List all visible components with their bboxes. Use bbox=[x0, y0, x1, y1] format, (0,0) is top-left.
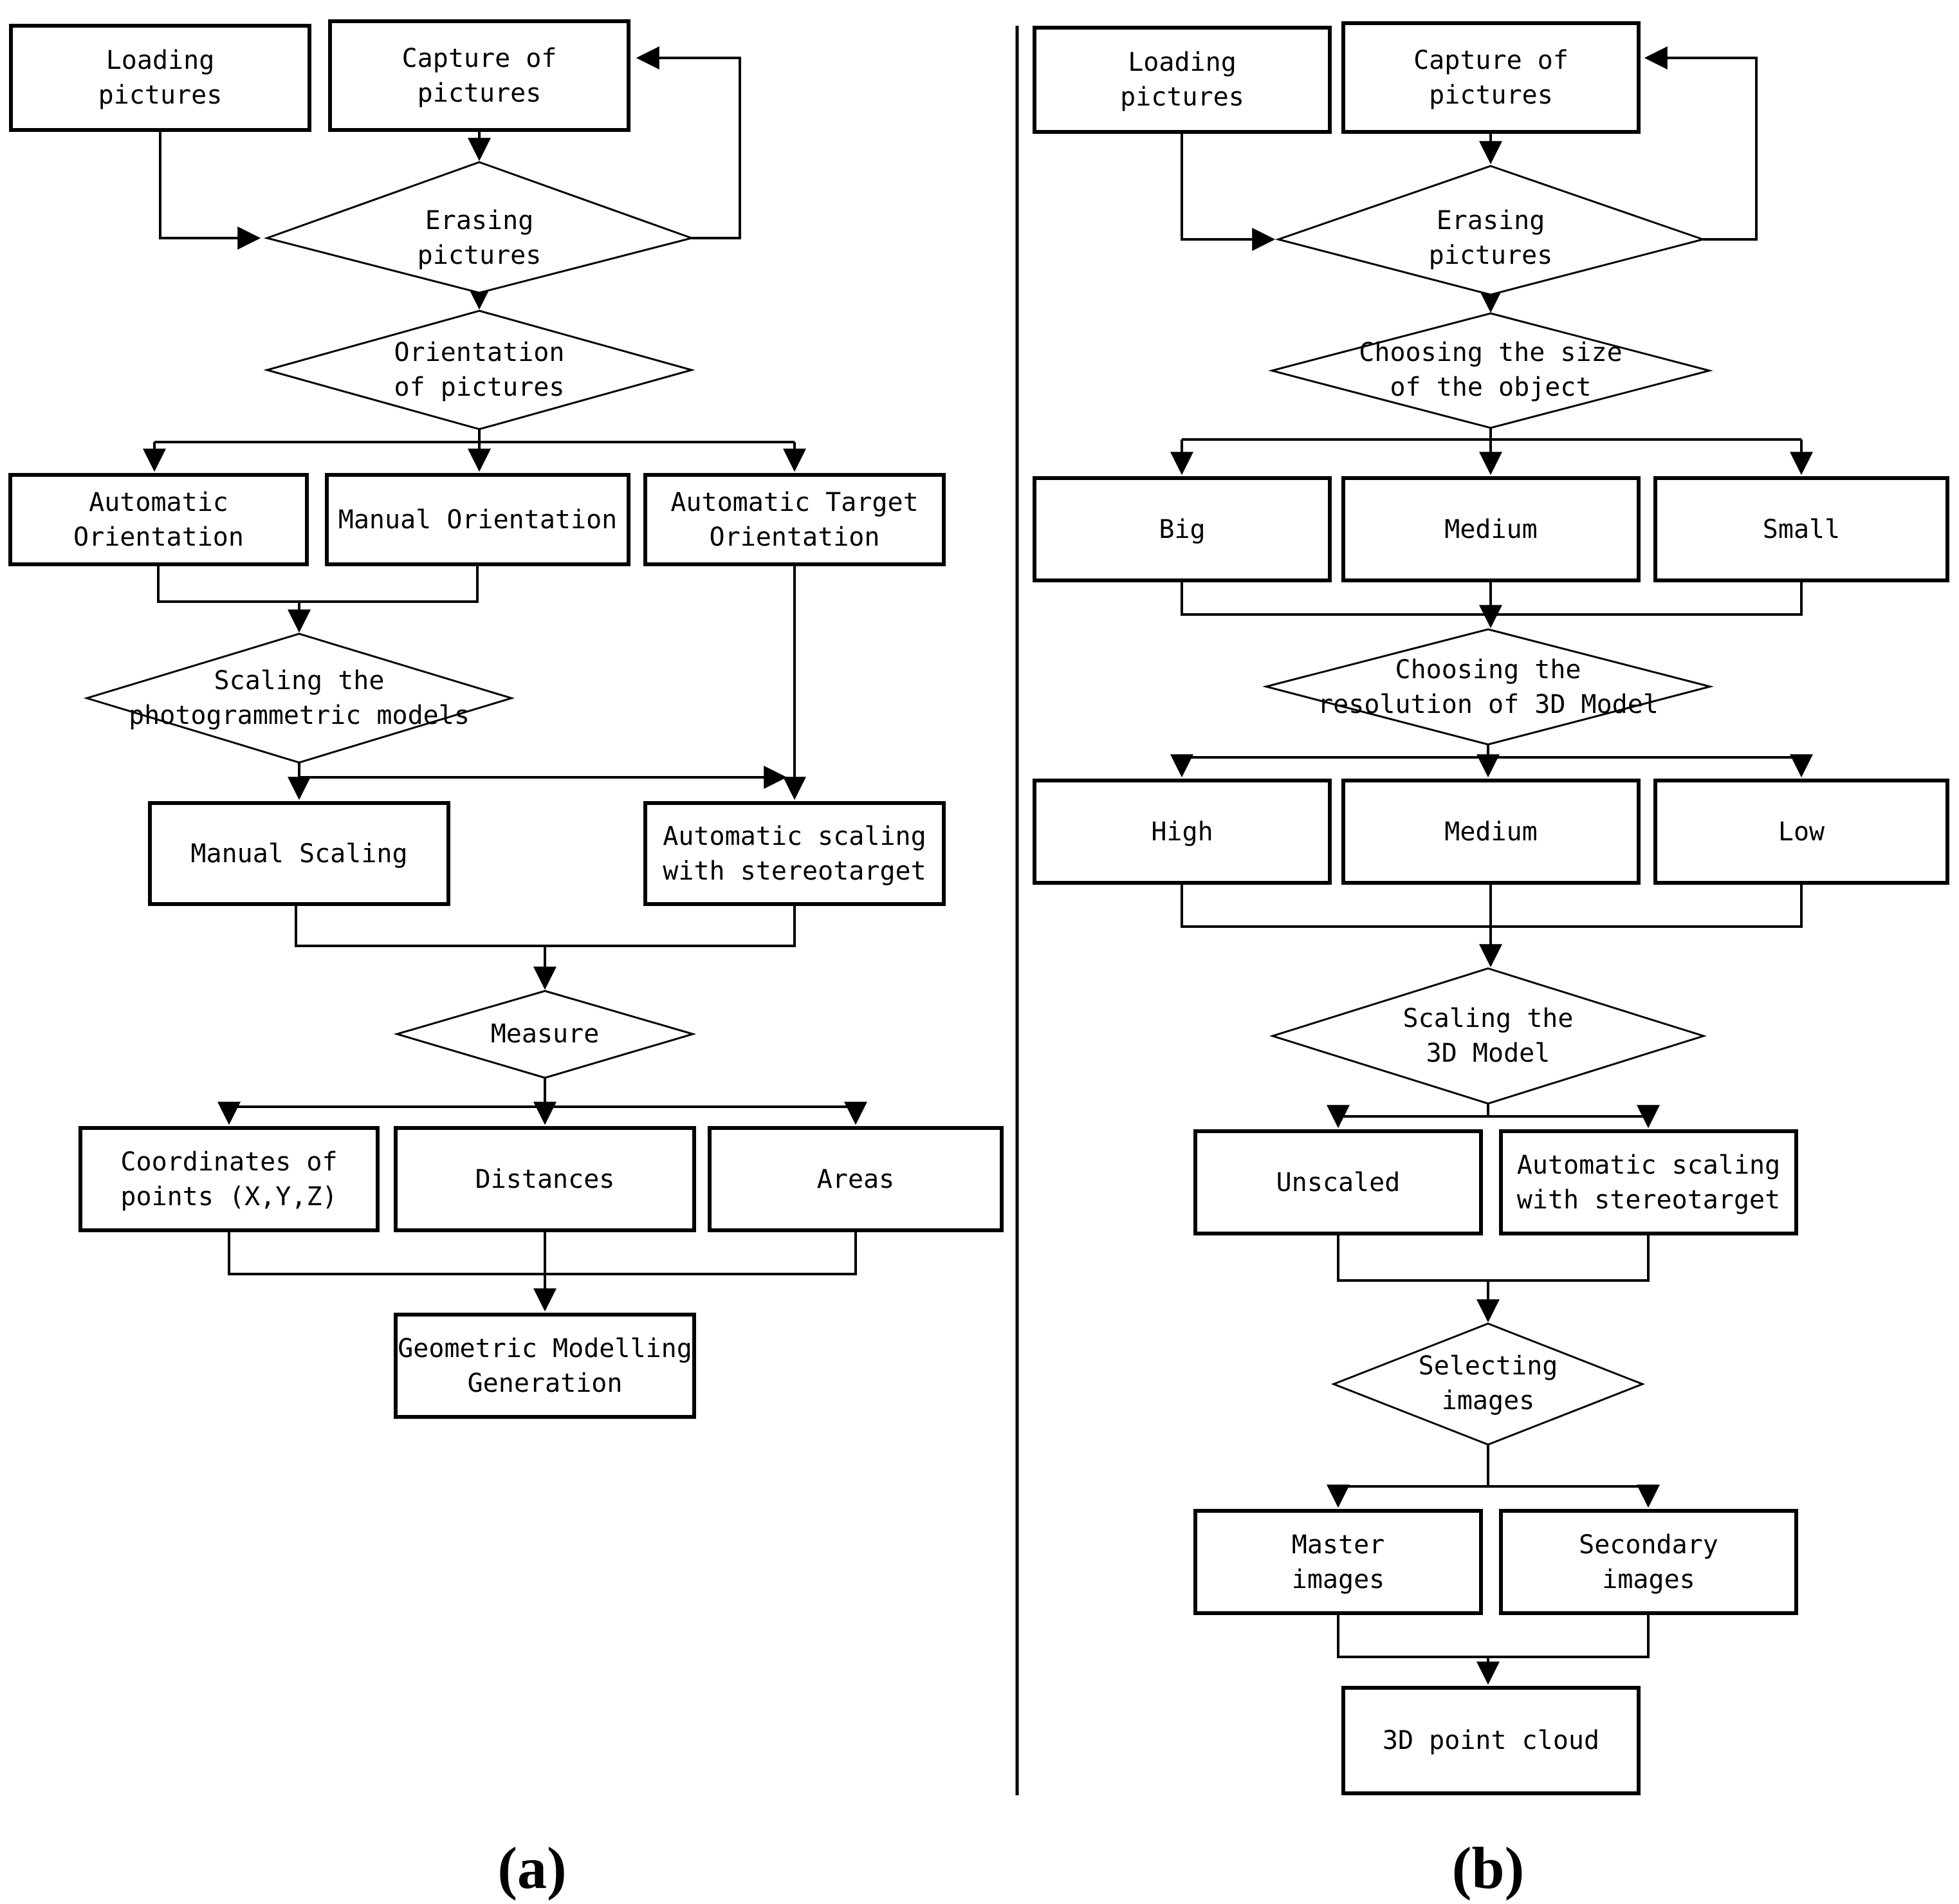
panel-a-caption: (a) bbox=[497, 1835, 567, 1901]
b-point-cloud-label: 3D point cloud bbox=[1382, 1726, 1600, 1755]
b-big-label: Big bbox=[1159, 514, 1206, 544]
a-coordinates-box: Coordinates of points (X,Y,Z) bbox=[78, 1126, 380, 1232]
a-distances-label: Distances bbox=[475, 1164, 615, 1194]
a-measure-diamond bbox=[393, 990, 697, 1079]
a-erasing-diamond bbox=[263, 161, 695, 294]
a-manual-orientation-label: Manual Orientation bbox=[338, 504, 618, 535]
b-erasing-diamond bbox=[1274, 165, 1707, 296]
b-loading-pictures-box: Loading pictures bbox=[1033, 26, 1332, 134]
b-secondary-images-box: Secondary images bbox=[1499, 1509, 1798, 1615]
a-capture-pictures-box: Capture of pictures bbox=[328, 19, 630, 132]
b-master-images-label: Master images bbox=[1291, 1530, 1385, 1594]
b-selecting-diamond bbox=[1330, 1322, 1646, 1446]
panel-b-diamonds bbox=[1262, 165, 1714, 1446]
b-medium-size-label: Medium bbox=[1444, 514, 1538, 544]
b-low-box: Low bbox=[1653, 779, 1949, 885]
b-low-label: Low bbox=[1778, 817, 1825, 847]
a-automatic-target-orientation-label: Automatic Target Orientation bbox=[670, 487, 919, 552]
b-medium-size-box: Medium bbox=[1341, 476, 1641, 582]
panel-a-diamonds bbox=[83, 161, 697, 1079]
a-manual-orientation-box: Manual Orientation bbox=[325, 473, 630, 566]
b-point-cloud-box: 3D point cloud bbox=[1341, 1686, 1641, 1795]
a-manual-scaling-box: Manual Scaling bbox=[148, 801, 450, 906]
a-automatic-target-orientation-box: Automatic Target Orientation bbox=[643, 473, 946, 566]
b-big-box: Big bbox=[1033, 476, 1332, 582]
a-orientation-diamond bbox=[263, 310, 695, 430]
a-automatic-orientation-label: Automatic Orientation bbox=[73, 487, 244, 552]
b-automatic-scaling-label: Automatic scaling with stereotarget bbox=[1516, 1150, 1781, 1215]
b-secondary-images-label: Secondary images bbox=[1579, 1530, 1718, 1594]
b-capture-pictures-box: Capture of pictures bbox=[1341, 21, 1641, 134]
b-medium-resolution-label: Medium bbox=[1444, 817, 1538, 847]
panel-a-edges bbox=[143, 46, 867, 1312]
a-automatic-scaling-label: Automatic scaling with stereotarget bbox=[663, 821, 926, 886]
b-automatic-scaling-box: Automatic scaling with stereotarget bbox=[1499, 1129, 1798, 1235]
b-master-images-box: Master images bbox=[1193, 1509, 1483, 1615]
a-distances-box: Distances bbox=[394, 1126, 696, 1232]
b-choosing-resolution-diamond bbox=[1262, 628, 1714, 746]
b-unscaled-box: Unscaled bbox=[1193, 1129, 1483, 1235]
b-unscaled-label: Unscaled bbox=[1276, 1167, 1401, 1197]
a-geometric-modelling-label: Geometric Modelling Generation bbox=[398, 1333, 692, 1398]
a-areas-label: Areas bbox=[816, 1164, 895, 1194]
b-medium-resolution-box: Medium bbox=[1341, 779, 1641, 885]
b-choosing-size-diamond bbox=[1268, 312, 1713, 429]
b-high-box: High bbox=[1033, 779, 1332, 885]
b-scaling-diamond bbox=[1269, 967, 1707, 1105]
a-areas-box: Areas bbox=[708, 1126, 1004, 1232]
b-loading-pictures-label: Loading pictures bbox=[1120, 48, 1244, 112]
a-loading-pictures-box: Loading pictures bbox=[9, 24, 311, 132]
a-loading-pictures-label: Loading pictures bbox=[98, 46, 223, 110]
a-capture-pictures-label: Capture of pictures bbox=[401, 43, 557, 108]
a-manual-scaling-label: Manual Scaling bbox=[190, 838, 408, 869]
b-small-label: Small bbox=[1762, 514, 1841, 544]
panel-b-caption: (b) bbox=[1451, 1835, 1525, 1901]
panel-b-edges bbox=[1170, 46, 1813, 1685]
a-geometric-modelling-box: Geometric Modelling Generation bbox=[394, 1313, 696, 1419]
b-high-label: High bbox=[1151, 817, 1213, 847]
a-coordinates-label: Coordinates of points (X,Y,Z) bbox=[120, 1147, 338, 1212]
a-scaling-diamond bbox=[83, 633, 515, 764]
b-capture-pictures-label: Capture of pictures bbox=[1413, 45, 1568, 110]
a-automatic-scaling-box: Automatic scaling with stereotarget bbox=[643, 801, 946, 906]
b-small-box: Small bbox=[1653, 476, 1949, 582]
a-automatic-orientation-box: Automatic Orientation bbox=[8, 473, 309, 566]
